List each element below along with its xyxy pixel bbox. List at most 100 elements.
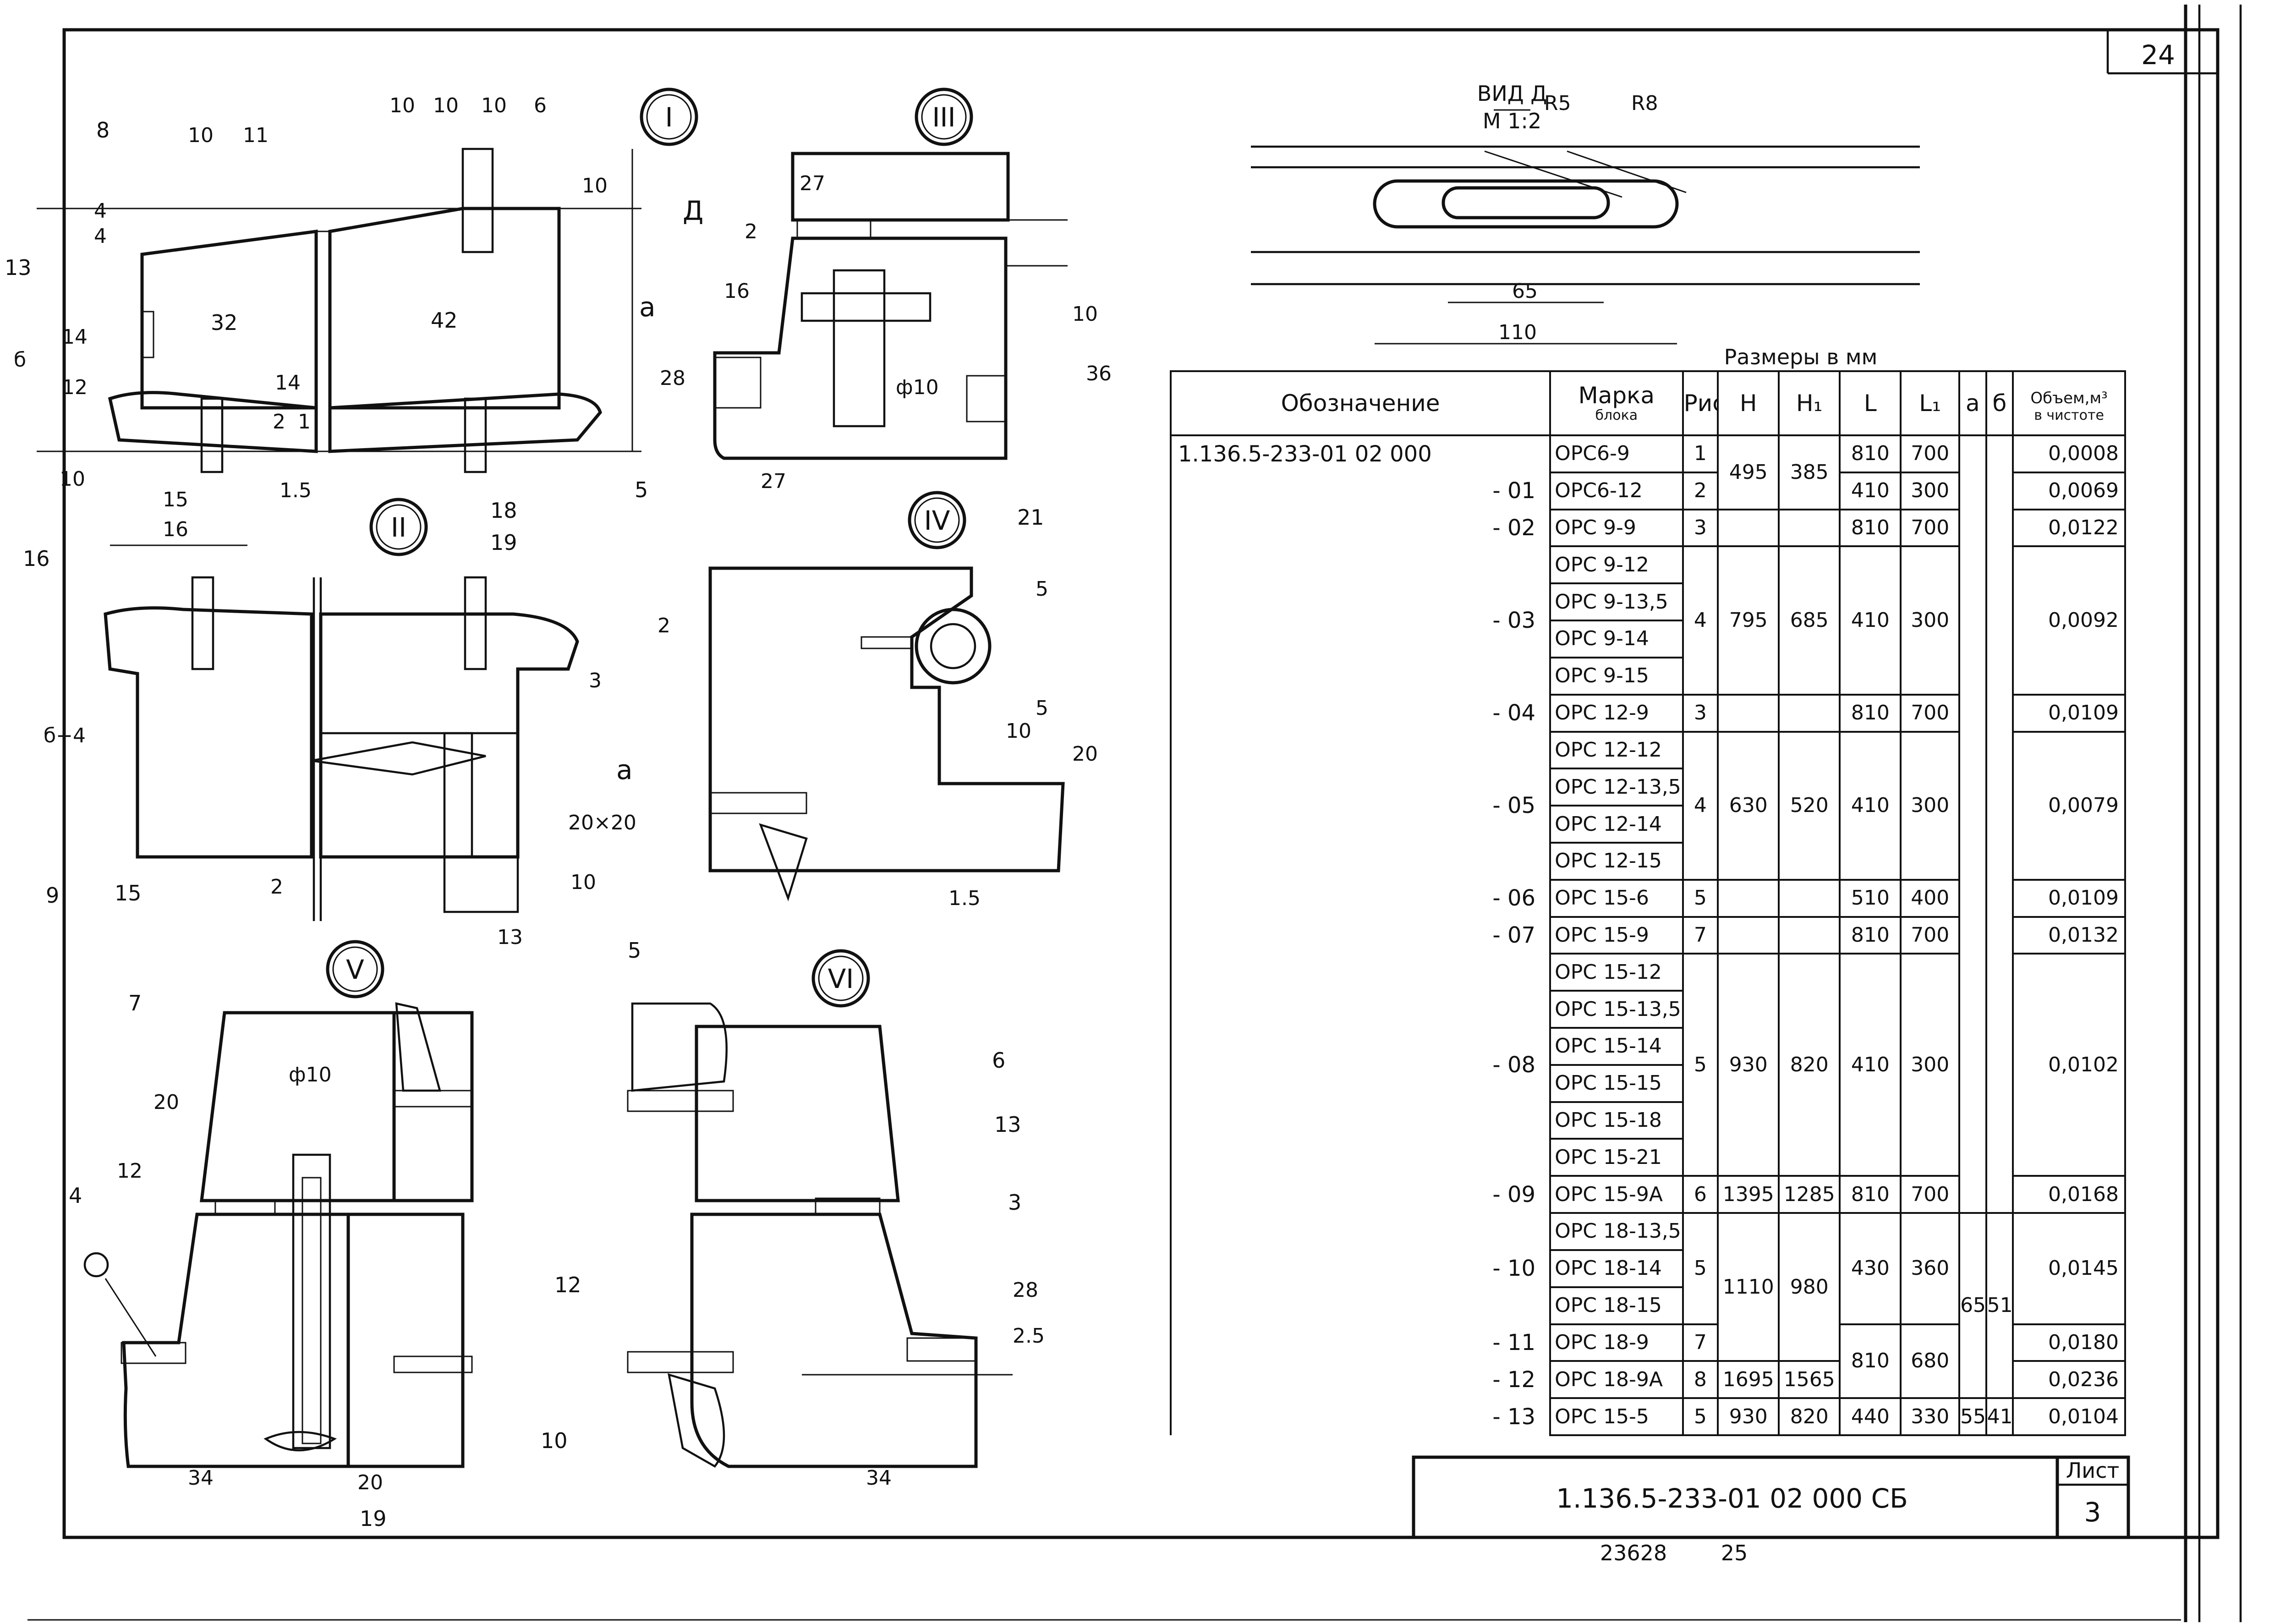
cell-l: 810 (1839, 508, 1902, 548)
view-i-label: I (665, 102, 673, 133)
cell-h1: 980 (1778, 1212, 1841, 1362)
callout-13: 13 (5, 255, 32, 280)
cell-h: 1110 (1717, 1212, 1780, 1362)
cell-l1: 700 (1900, 508, 1961, 548)
dim-v-34: 34 (188, 1466, 214, 1490)
cell-fig: 5 (1682, 953, 1719, 1177)
table-row: ОРС 9-15 (1171, 656, 2125, 696)
cell-mark: ОРС 9-12 (1549, 545, 1684, 585)
cell-mark: ОРС 12-12 (1549, 730, 1684, 770)
cell-fig: 5 (1682, 878, 1719, 918)
cell-l1: 300 (1900, 545, 1961, 696)
cell-mark: ОРС 15-9А (1549, 1175, 1684, 1214)
callout-4: 4 (69, 1183, 82, 1208)
cell-code: - 01 (1169, 472, 1551, 510)
callout-19: 19 (490, 530, 517, 555)
doc-code: 1.136.5-233-01 02 000 СБ (1556, 1483, 1908, 1514)
callout-18: 18 (490, 498, 517, 523)
view-labels: I III II IV V VI ВИД Д М 1:2 Д (346, 81, 1547, 994)
table-row: ОРС 12-15 (1171, 841, 2125, 881)
table-row: ОРС 15-18 (1171, 1101, 2125, 1140)
cell-l: 510 (1839, 878, 1902, 918)
cell-mark: ОРС 18-13,5 (1549, 1212, 1684, 1251)
cell-l1: 700 (1900, 916, 1961, 955)
dim-i-10c: 10 (433, 94, 459, 117)
dim-ii-b4: б+4 (44, 724, 86, 747)
dim-i-15: 15 (163, 488, 188, 511)
cell-mark: ОРС 15-12 (1549, 953, 1684, 992)
cell-vol: 0,0102 (2012, 953, 2126, 1177)
cell-mark: ОРС 12-14 (1549, 805, 1684, 844)
cell-a: 65 (1958, 1212, 1987, 1399)
dim-iii-27b: 27 (761, 470, 786, 493)
view-a (1251, 109, 1920, 345)
cell-l: 810 (1839, 693, 1902, 733)
cell-h1 (1778, 916, 1841, 955)
view-iii (713, 152, 1068, 460)
callout-5b: 5 (628, 938, 641, 963)
cell-code: - 11 (1169, 1324, 1551, 1361)
cell-mark: ОРС 12-13,5 (1549, 768, 1684, 807)
dim-iii-36: 36 (1086, 362, 1112, 385)
cell-l1: 700 (1900, 693, 1961, 733)
cell-vol: 0,0180 (2012, 1323, 2126, 1362)
cell-vol: 0,0168 (2012, 1175, 2126, 1214)
dim-i-14: 14 (62, 325, 88, 349)
dim-i-10a: 10 (188, 124, 214, 147)
cell-code: - 12 (1169, 1361, 1551, 1399)
callout-15: 15 (115, 881, 142, 905)
cell-h1: 820 (1778, 953, 1841, 1177)
cell-mark: ОРС 9-9 (1549, 508, 1684, 548)
cell-fig: 5 (1682, 1397, 1719, 1436)
title-block: 1.136.5-233-01 02 000 СБ Лист 3 24 23628… (1556, 39, 2175, 1565)
dim-i-1-5: 1.5 (280, 479, 312, 502)
cell-mark: ОРС 15-13,5 (1549, 990, 1684, 1029)
cell-l: 810 (1839, 916, 1902, 955)
cell-h: 630 (1717, 730, 1780, 881)
cell-mark: ОРС 18-14 (1549, 1249, 1684, 1288)
cell-mark: ОРС 15-14 (1549, 1027, 1684, 1066)
dim-i-4b: 4 (94, 225, 107, 248)
cell-h (1717, 508, 1780, 548)
table-row: ОРС 15-13,5 (1171, 990, 2125, 1029)
dim-ii-13: 13 (497, 926, 523, 949)
cell-code: - 03 (1169, 546, 1551, 695)
dim-i-a: a (639, 291, 656, 323)
cell-h (1717, 878, 1780, 918)
callout-5: 5 (635, 477, 648, 502)
archive-page: 25 (1721, 1541, 1748, 1565)
callout-8: 8 (96, 118, 110, 143)
cell-h: 1695 (1717, 1360, 1780, 1399)
cell-mark: ОРС 9-15 (1549, 656, 1684, 696)
cell-a (1958, 434, 1987, 1214)
cell-l: 440 (1839, 1397, 1902, 1436)
dim-ii-20x20: 20×20 (568, 811, 636, 834)
dim-va-r5: R5 (1544, 92, 1571, 115)
view-ii-label: II (391, 512, 406, 543)
section-a-mark: Д (683, 195, 703, 226)
dim-va-r8: R8 (1631, 92, 1658, 115)
table-caption: Размеры в мм (1724, 345, 1878, 369)
cell-mark: ОРС 18-15 (1549, 1286, 1684, 1325)
header-b: б (1985, 370, 2014, 436)
cell-mark: ОРС 9-13,5 (1549, 582, 1684, 622)
cell-fig: 1 (1682, 434, 1719, 473)
cell-mark: ОРС 15-21 (1549, 1138, 1684, 1177)
cell-code: - 10 (1169, 1213, 1551, 1324)
dim-v-phi10: ф10 (289, 1063, 332, 1086)
header-h1: H₁ (1778, 370, 1841, 436)
cell-mark: ОРС 15-6 (1549, 878, 1684, 918)
cell-l: 430 (1839, 1212, 1902, 1325)
cell-l1: 300 (1900, 471, 1961, 510)
sheet-frame (27, 5, 2242, 1622)
cell-mark: ОРС 18-9 (1549, 1323, 1684, 1362)
header-fig: Рис (1682, 370, 1719, 436)
view-vi-label: VI (828, 963, 854, 994)
callout-13b: 13 (994, 1112, 1021, 1137)
dim-vi-2-5: 2.5 (1013, 1324, 1045, 1348)
